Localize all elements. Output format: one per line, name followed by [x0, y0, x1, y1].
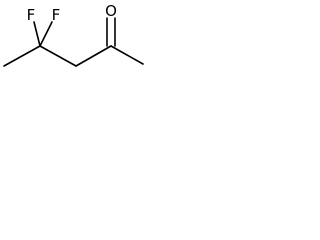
bond-cf2-to-ch2 [39, 45, 77, 67]
bond-ch2-to-carbonyl [75, 45, 112, 67]
oxygen-atom-label: O [105, 2, 117, 20]
bond-c-f-left [33, 21, 41, 47]
bond-c-f-right [39, 21, 53, 47]
fluorine-atom-right-label: F [52, 6, 61, 24]
fluorine-atom-left-label: F [27, 6, 36, 24]
bond-methyl-to-cf2 [3, 45, 41, 67]
bond-carbonyl-to-methyl [110, 45, 144, 65]
skeletal-formula: F F O [3, 2, 144, 67]
